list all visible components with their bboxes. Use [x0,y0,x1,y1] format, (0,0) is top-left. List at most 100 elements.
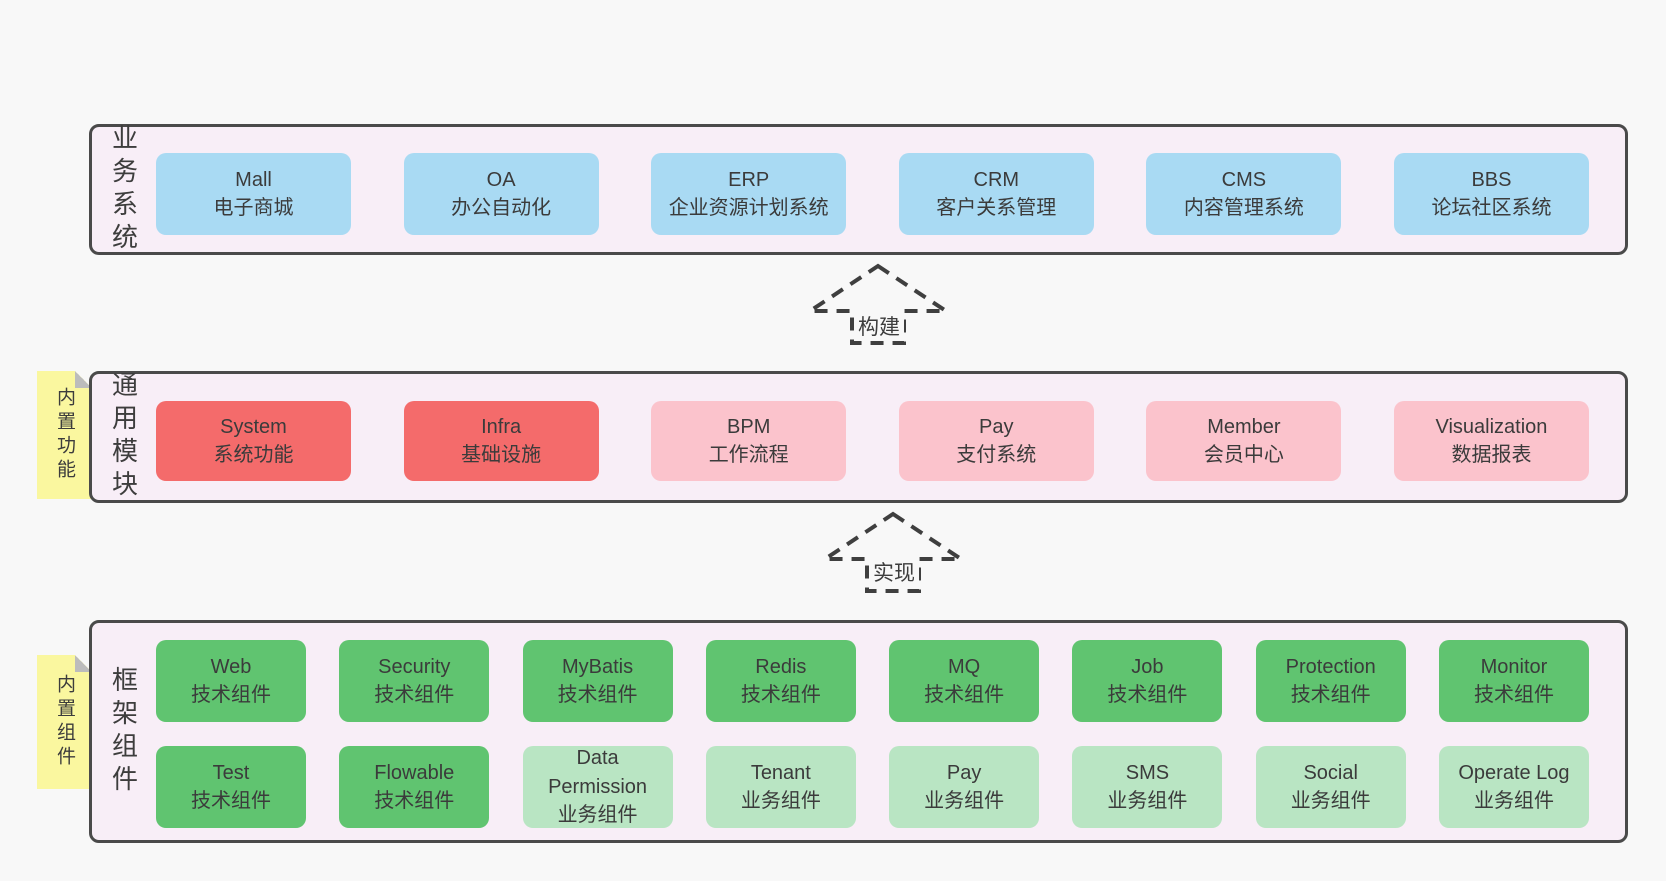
box-zh-label: 技术组件 [740,684,821,706]
framework-components-row-1: Web 技术组件 Security 技术组件 MyBatis 技术组件 Redi… [156,640,1589,722]
box-zh-label: 系统功能 [213,444,294,466]
box-zh-label: 工作流程 [708,444,789,466]
box-zh-label: 论坛社区系统 [1431,197,1552,219]
box-zh-label: 业务组件 [1107,790,1188,812]
box-en-label: Data Permission [548,747,648,798]
box-bpm: BPM 工作流程 [651,401,847,481]
box-zh-label: 业务组件 [740,790,821,812]
box-zh-label: 技术组件 [374,790,455,812]
box-en-label: System [220,415,287,438]
box-security: Security 技术组件 [339,640,490,722]
box-zh-label: 支付系统 [956,444,1037,466]
box-tenant: Tenant 业务组件 [705,746,856,828]
box-en-label: Protection [1285,655,1376,678]
box-en-label: Mall [235,168,272,191]
box-zh-label: 数据报表 [1451,444,1532,466]
sticky-note-label: 内置功能 [54,387,75,483]
implement-arrow-icon [822,511,964,593]
box-visualization: Visualization 数据报表 [1393,401,1589,481]
box-en-label: MyBatis [562,655,634,678]
box-protection: Protection 技术组件 [1255,640,1406,722]
box-infra: Infra 基础设施 [403,401,599,481]
box-zh-label: 客户关系管理 [936,197,1057,219]
box-en-label: SMS [1125,761,1170,784]
box-en-label: Social [1303,761,1358,784]
box-mybatis: MyBatis 技术组件 [522,640,673,722]
box-oa: OA 办公自动化 [403,153,599,235]
box-zh-label: 基础设施 [461,444,542,466]
box-zh-label: 业务组件 [924,790,1005,812]
box-data-permission: Data Permission 业务组件 [522,746,673,828]
box-bbs: BBS 论坛社区系统 [1393,153,1589,235]
box-crm: CRM 客户关系管理 [898,153,1094,235]
sticky-note-label: 内置组件 [54,674,75,770]
implement-arrow-label: 实现 [869,557,919,587]
box-zh-label: 技术组件 [374,684,455,706]
box-operate-log: Operate Log 业务组件 [1438,746,1589,828]
framework-components-layer: 框架组件 Web 技术组件 Security 技术组件 MyBatis 技术组件… [89,620,1628,843]
box-zh-label: 业务组件 [557,804,638,827]
box-flowable: Flowable 技术组件 [339,746,490,828]
box-en-label: Pay [979,415,1014,438]
sticky-note-builtin-features: 内置功能 [37,371,92,499]
box-en-label: Job [1131,655,1164,678]
framework-components-row-2: Test 技术组件 Flowable 技术组件 Data Permission … [156,746,1589,828]
box-en-label: Security [378,655,451,678]
box-mq: MQ 技术组件 [889,640,1040,722]
box-zh-label: 技术组件 [191,684,271,706]
box-zh-label: 技术组件 [557,684,638,706]
box-en-label: Monitor [1480,655,1548,678]
build-arrow-icon [807,263,949,345]
layer-label-common-modules: 通用模块 [108,371,139,503]
box-en-label: Web [210,655,252,678]
box-erp: ERP 企业资源计划系统 [651,153,847,235]
box-pay-component: Pay 业务组件 [889,746,1040,828]
build-arrow-label: 构建 [854,311,904,341]
box-en-label: Visualization [1435,415,1548,438]
box-en-label: Operate Log [1458,761,1570,784]
box-en-label: CRM [973,168,1020,191]
box-en-label: Member [1207,415,1281,438]
box-zh-label: 技术组件 [924,684,1005,706]
business-systems-layer: 业务系统 Mall 电子商城 OA 办公自动化 ERP 企业资源计划系统 CRM… [89,123,1628,256]
box-zh-label: 企业资源计划系统 [668,197,829,219]
box-zh-label: 业务组件 [1290,790,1371,812]
sticky-note-builtin-components: 内置组件 [37,655,92,789]
box-en-label: Flowable [374,761,455,784]
box-pay-system: Pay 支付系统 [898,401,1094,481]
box-web: Web 技术组件 [156,640,306,722]
box-en-label: Pay [946,761,982,784]
box-en-label: OA [486,168,516,191]
box-zh-label: 技术组件 [1290,684,1371,706]
box-test: Test 技术组件 [156,746,306,828]
box-zh-label: 办公自动化 [451,197,552,219]
business-systems-row: Mall 电子商城 OA 办公自动化 ERP 企业资源计划系统 CRM 客户关系… [156,153,1589,235]
box-mall: Mall 电子商城 [156,153,351,235]
box-system: System 系统功能 [156,401,351,481]
box-en-label: Infra [481,415,522,438]
box-sms: SMS 业务组件 [1072,746,1223,828]
box-en-label: BBS [1471,168,1512,191]
box-social: Social 业务组件 [1255,746,1406,828]
box-zh-label: 内容管理系统 [1183,197,1304,219]
box-en-label: Redis [755,655,807,678]
box-en-label: CMS [1221,168,1267,191]
box-zh-label: 电子商城 [213,197,294,219]
box-monitor: Monitor 技术组件 [1438,640,1589,722]
box-cms: CMS 内容管理系统 [1146,153,1342,235]
box-zh-label: 技术组件 [1473,684,1554,706]
common-modules-row: System 系统功能 Infra 基础设施 BPM 工作流程 Pay 支付系统… [156,401,1589,481]
box-zh-label: 业务组件 [1473,790,1554,812]
box-member: Member 会员中心 [1146,401,1342,481]
box-job: Job 技术组件 [1072,640,1223,722]
box-en-label: MQ [948,655,981,678]
box-zh-label: 技术组件 [191,790,271,812]
common-modules-layer: 通用模块 System 系统功能 Infra 基础设施 BPM 工作流程 Pay… [89,371,1628,503]
layer-label-business-systems: 业务系统 [108,123,139,256]
box-en-label: ERP [728,168,770,191]
box-redis: Redis 技术组件 [705,640,856,722]
box-en-label: Test [212,761,250,784]
box-zh-label: 技术组件 [1107,684,1188,706]
box-en-label: BPM [727,415,771,438]
box-zh-label: 会员中心 [1203,444,1284,466]
